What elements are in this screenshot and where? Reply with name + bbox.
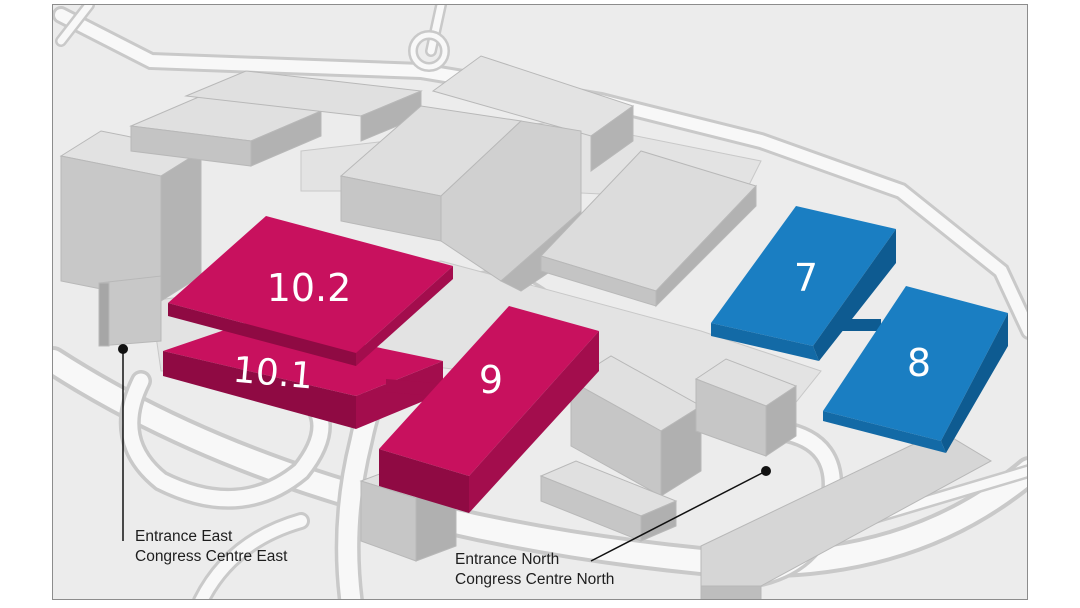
hall-9[interactable]: 9	[379, 306, 599, 513]
entrance-east-label: Entrance East	[135, 528, 233, 545]
congress-centre-north-label: Congress Centre North	[455, 571, 614, 588]
hall-10-2-label: 10.2	[267, 266, 352, 310]
exhibition-site-map: 10.1 10.2 9 7 8 Entrance East Congress C…	[52, 4, 1028, 600]
hall-8[interactable]: 8	[823, 286, 1008, 453]
hall-bridge	[836, 319, 881, 331]
hall-10-1-label: 10.1	[231, 350, 314, 398]
hall-10-2[interactable]: 10.2	[168, 216, 453, 366]
gray-buildings	[59, 55, 993, 599]
hall-8-label: 8	[907, 341, 931, 385]
congress-centre-east-label: Congress Centre East	[135, 548, 288, 565]
hall-7-label: 7	[794, 256, 818, 300]
hall-9-label: 9	[479, 358, 503, 402]
map-canvas: 10.1 10.2 9 7 8 Entrance East Congress C…	[53, 5, 1027, 599]
entrance-north-callout: Entrance North Congress Centre North	[455, 466, 771, 588]
entrance-north-label: Entrance North	[455, 551, 559, 568]
entrance-east-callout: Entrance East Congress Centre East	[118, 344, 288, 565]
hall-10-1[interactable]: 10.1	[163, 321, 443, 429]
hall-7[interactable]: 7	[711, 206, 896, 361]
